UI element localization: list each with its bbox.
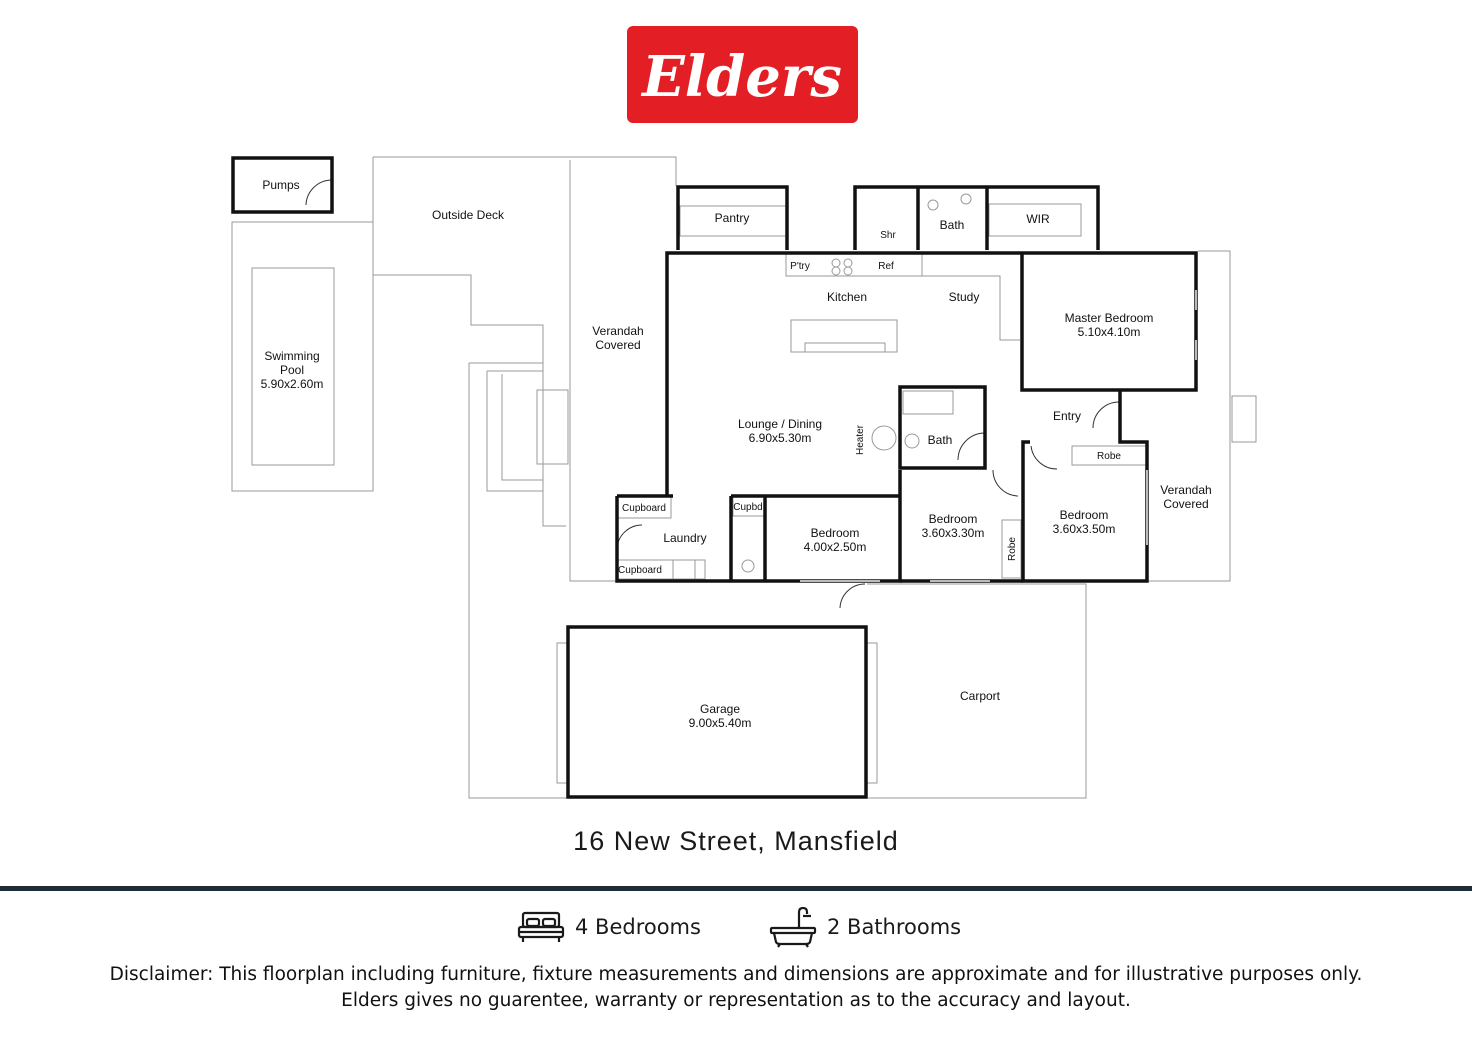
label-pool-2: Pool — [280, 363, 304, 377]
label-bedroom-b: Bedroom — [929, 512, 978, 526]
label-verandah-west-1: Verandah — [592, 324, 643, 338]
label-garage-dims: 9.00x5.40m — [689, 716, 752, 730]
label-outside-deck: Outside Deck — [432, 208, 505, 222]
label-verandah-east-2: Covered — [1163, 497, 1208, 511]
label-master-bedroom-dims: 5.10x4.10m — [1078, 325, 1141, 339]
label-verandah-west-2: Covered — [595, 338, 640, 352]
side-path-outline — [468, 363, 567, 799]
label-robe-top: Robe — [1097, 451, 1121, 462]
label-bedroom-a: Bedroom — [811, 526, 860, 540]
label-cupbd: Cupbd — [733, 502, 762, 513]
verandah-west-outline — [569, 160, 616, 582]
label-shower: Shr — [880, 230, 896, 241]
outside-deck-top — [373, 156, 677, 186]
label-entry: Entry — [1053, 409, 1081, 423]
bed-icon — [517, 911, 565, 942]
label-carport: Carport — [960, 689, 1001, 703]
label-master-bedroom: Master Bedroom — [1065, 311, 1154, 325]
label-heater: Heater — [855, 424, 866, 455]
label-garage: Garage — [700, 702, 740, 716]
label-bedroom-c: Bedroom — [1060, 508, 1109, 522]
pumps-room — [231, 156, 334, 214]
label-study: Study — [949, 290, 980, 304]
disclaimer: Disclaimer: This floorplan including fur… — [0, 962, 1472, 1014]
disclaimer-line-2: Elders gives no guarentee, warranty or r… — [341, 990, 1131, 1011]
label-verandah-east-1: Verandah — [1160, 483, 1211, 497]
label-kitchen: Kitchen — [827, 290, 867, 304]
label-wir: WIR — [1026, 212, 1050, 226]
label-robe-side: Robe — [1007, 537, 1018, 561]
elders-logo: Elders — [627, 26, 858, 123]
bathtub-fixture — [902, 390, 954, 415]
garage-walls — [566, 625, 868, 799]
property-address: 16 New Street, Mansfield — [573, 826, 899, 856]
walls — [231, 156, 1198, 799]
windows — [800, 290, 1197, 582]
feature-bathrooms: 2 Bathrooms — [769, 904, 961, 950]
door-swings — [305, 179, 1120, 609]
divider-rule — [0, 886, 1472, 891]
label-bath-mid: Bath — [928, 433, 953, 447]
label-pumps: Pumps — [262, 178, 299, 192]
floor-plan: Pumps Outside Deck Swimming Pool 5.90x2.… — [231, 156, 1257, 799]
label-bath-top: Bath — [940, 218, 965, 232]
deck-step-outline — [373, 274, 566, 527]
feature-summary: 4 Bedrooms 2 Bathrooms — [0, 904, 1472, 950]
label-lounge-dining-dims: 6.90x5.30m — [749, 431, 812, 445]
kitchen-island — [790, 319, 898, 353]
label-pool-1: Swimming — [264, 349, 319, 363]
label-lounge-dining: Lounge / Dining — [738, 417, 822, 431]
bathrooms-label: 2 Bathrooms — [827, 915, 962, 939]
label-pantry: Pantry — [715, 211, 750, 225]
disclaimer-line-1: Disclaimer: This floorplan including fur… — [109, 964, 1363, 985]
carport-outline — [867, 583, 1087, 799]
bedrooms-label: 4 Bedrooms — [575, 915, 701, 939]
label-pantry-short: P'try — [790, 261, 810, 272]
feature-bedrooms: 4 Bedrooms — [517, 904, 701, 950]
label-bedroom-c-dims: 3.60x3.50m — [1053, 522, 1116, 536]
swimming-pool-outline — [251, 267, 335, 466]
label-cupboard-top: Cupboard — [622, 503, 666, 514]
bathtub-icon — [769, 906, 817, 948]
verandah-east-outline — [1147, 250, 1231, 582]
label-bedroom-a-dims: 4.00x2.50m — [804, 540, 867, 554]
label-ref: Ref — [878, 261, 894, 272]
elders-wordmark-logo: Elders — [640, 44, 842, 110]
brand-name: Elders — [640, 44, 842, 110]
label-bedroom-b-dims: 3.60x3.30m — [922, 526, 985, 540]
label-pool-dims: 5.90x2.60m — [261, 377, 324, 391]
label-laundry: Laundry — [663, 531, 706, 545]
label-cupboard-bottom: Cupboard — [618, 565, 662, 576]
